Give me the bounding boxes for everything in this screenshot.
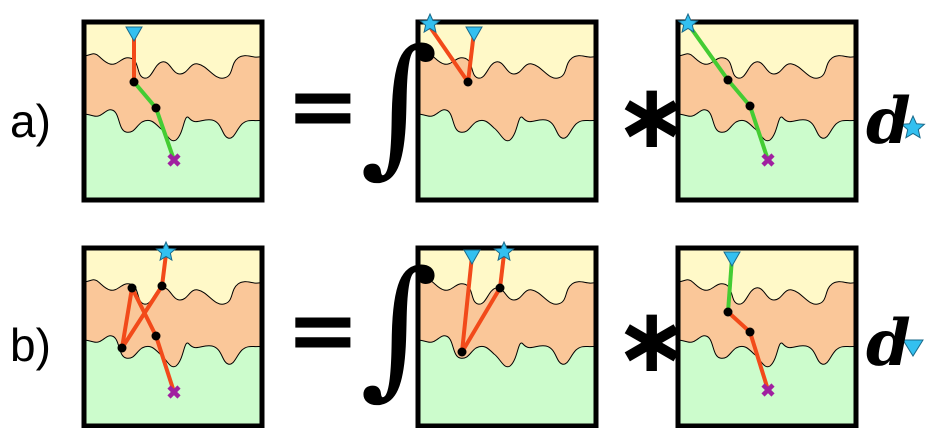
triangle-down-icon <box>902 339 924 357</box>
row-a <box>84 12 926 200</box>
cross-marker-icon <box>167 153 181 167</box>
triangle-down-icon <box>465 26 483 43</box>
star-icon <box>419 12 441 34</box>
differential-b: d <box>866 306 911 381</box>
cross-marker-icon <box>167 385 181 399</box>
triangle-down-icon <box>463 249 481 266</box>
panel-a-3 <box>677 12 856 200</box>
equals-sign-b: = <box>286 278 360 381</box>
convolution-operator-b: ∗ <box>614 288 690 393</box>
cross-marker-icon <box>761 153 775 167</box>
integral-sign-a: ∫ <box>360 18 439 192</box>
panel-b-3 <box>678 248 856 426</box>
equals-sign-a: = <box>286 54 360 157</box>
convolution-operator-a: ∗ <box>614 64 690 169</box>
triangle-down-icon <box>723 251 741 268</box>
panel-b-1 <box>84 240 262 426</box>
panel-a-1 <box>84 22 262 200</box>
cross-marker-icon <box>761 383 775 397</box>
integral-sign-b: ∫ <box>360 240 439 414</box>
row-b <box>84 240 924 426</box>
triangle-down-icon <box>125 26 143 43</box>
star-icon <box>677 12 699 34</box>
star-icon <box>900 114 926 139</box>
row-label-b: b) <box>10 319 51 371</box>
row-label-a: a) <box>10 95 51 147</box>
star-icon <box>493 240 515 262</box>
differential-a: d <box>866 84 911 159</box>
panel-a-2 <box>418 12 596 200</box>
panel-b-2 <box>418 240 596 426</box>
star-icon <box>155 240 177 262</box>
